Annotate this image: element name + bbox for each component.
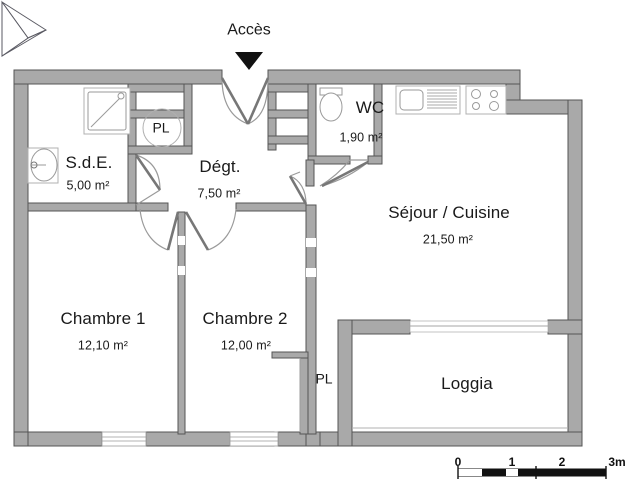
entry-door — [220, 77, 270, 125]
exterior-walls — [13, 69, 583, 447]
room-area-sde: 5,00 m² — [66, 178, 110, 193]
wc-door — [319, 159, 369, 188]
room-area-chambre2: 12,00 m² — [220, 338, 272, 353]
toilet-fixture-icon — [319, 87, 343, 122]
room-label-sde: S.d.E. — [65, 153, 113, 173]
shower-fixture-icon — [83, 87, 131, 135]
compass-north-star-icon — [1, 0, 48, 57]
scale-tick-2: 2 — [558, 455, 566, 469]
washbasin-fixture-icon — [27, 147, 59, 184]
room-area-wc: 1,90 m² — [339, 130, 383, 145]
interior-walls — [27, 83, 383, 435]
closet-label-pl-ch2: PL — [315, 370, 333, 387]
room-area-chambre1: 12,10 m² — [77, 338, 129, 353]
room-area-degt: 7,50 m² — [197, 186, 241, 201]
room-label-sejour: Séjour / Cuisine — [388, 203, 510, 223]
sejour-door — [288, 171, 308, 205]
loggia-glazing — [352, 320, 568, 429]
room-label-chambre1: Chambre 1 — [60, 309, 146, 329]
window-openings — [101, 431, 279, 447]
sde-door — [134, 154, 162, 206]
cooktop-fixture-icon — [465, 85, 507, 115]
chambre1-door — [139, 208, 180, 251]
room-area-sejour: 21,50 m² — [422, 232, 474, 247]
scale-tick-3: 3m — [608, 455, 626, 469]
wall-joint-marks — [178, 236, 316, 277]
kitchen-sink-fixture-icon — [395, 85, 461, 115]
room-label-degt: Dégt. — [199, 157, 241, 177]
entry-arrow-icon — [235, 52, 263, 70]
chambre2-door — [184, 208, 237, 251]
pl-degt-circle-icon — [142, 108, 182, 148]
room-label-wc: WC — [355, 98, 385, 118]
room-label-loggia: Loggia — [441, 374, 493, 394]
scale-bar — [457, 466, 607, 479]
scale-tick-1: 1 — [508, 455, 516, 469]
entry-label: Accès — [227, 21, 271, 39]
closet-label-pl-degt: PL — [152, 119, 170, 136]
scale-tick-0: 0 — [454, 455, 462, 469]
doors — [134, 77, 369, 251]
room-label-chambre2: Chambre 2 — [202, 309, 288, 329]
